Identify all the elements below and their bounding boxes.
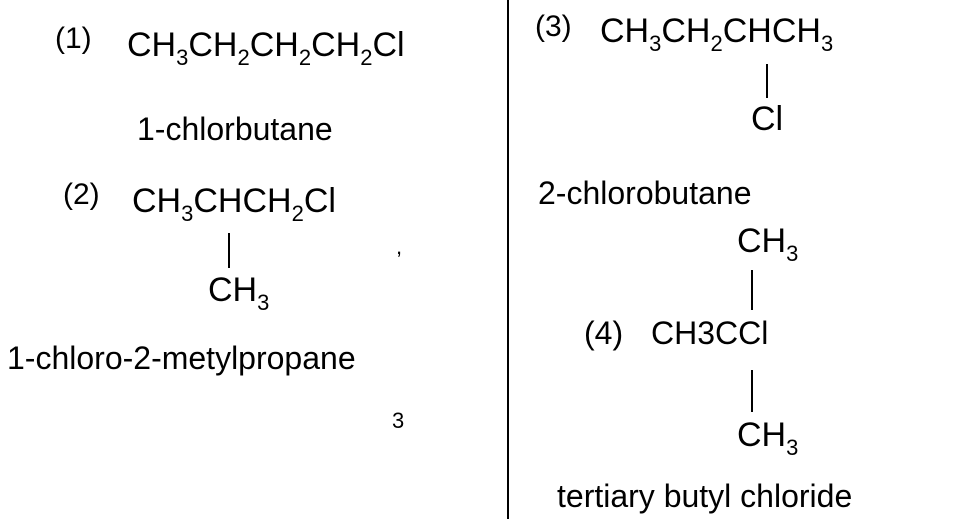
formula-segment: Cl [372, 26, 405, 64]
formula-subscript: 2 [291, 201, 304, 226]
compound-4-name: tertiary butyl chloride [557, 478, 853, 514]
compound-2-bond [228, 233, 230, 268]
compound-2-number: (2) [63, 178, 100, 211]
compound-2-comma: , [396, 234, 403, 259]
formula-subscript: 2 [237, 45, 250, 70]
compound-1-formula: CH3CH2CH2CH2Cl [127, 26, 405, 69]
compound-1-number: (1) [55, 22, 92, 55]
compound-4-bottom-bond [751, 370, 753, 412]
formula-segment: CHCH [722, 12, 821, 50]
formula-subscript: 3 [257, 290, 270, 315]
stray-mark: 3 [392, 408, 405, 433]
formula-subscript: 3 [786, 435, 799, 460]
compound-4-formula: CH3CCl [651, 315, 769, 351]
formula-subscript: 3 [181, 201, 194, 226]
compound-4-number: (4) [584, 315, 624, 351]
formula-segment: CH [132, 182, 182, 220]
formula-segment: CH [311, 26, 361, 64]
formula-segment: CH [737, 416, 787, 454]
column-divider [507, 0, 509, 519]
compound-3-formula: CH3CH2CHCH3 [600, 12, 833, 55]
formula-subscript: 3 [176, 45, 189, 70]
compound-2-formula: CH3CHCH2Cl [132, 182, 336, 225]
compound-3-branch: Cl [751, 102, 783, 136]
compound-4-top-branch: CH3 [737, 222, 798, 265]
formula-subscript: 2 [710, 31, 723, 56]
compound-2-name: 1-chloro-2-metylpropane [7, 340, 356, 376]
formula-subscript: 2 [298, 45, 312, 70]
formula-subscript: 2 [360, 45, 373, 70]
compound-3-name: 2-chlorobutane [538, 175, 752, 211]
formula-segment: CH [737, 222, 787, 260]
formula-segment: Cl [751, 100, 784, 138]
formula-segment: CH [208, 271, 258, 309]
compound-1-name: 1-chlorbutane [137, 111, 333, 147]
compound-2-branch: CH3 [208, 271, 269, 314]
formula-subscript: 3 [820, 31, 834, 56]
formula-segment: CH [600, 12, 650, 50]
compound-3-number: (3) [535, 10, 572, 43]
compound-3-bond [766, 64, 768, 98]
formula-segment: CH [127, 26, 177, 64]
compound-4-bottom-branch: CH3 [737, 416, 798, 459]
formula-segment: CH [188, 26, 238, 64]
formula-subscript: 3 [649, 31, 662, 56]
formula-subscript: 3 [786, 241, 799, 266]
formula-segment: Cl [303, 182, 336, 220]
formula-segment: CH [661, 12, 711, 50]
compound-4-top-bond [751, 270, 753, 310]
formula-segment: CHCH [193, 182, 292, 220]
formula-segment: CH [249, 26, 299, 64]
